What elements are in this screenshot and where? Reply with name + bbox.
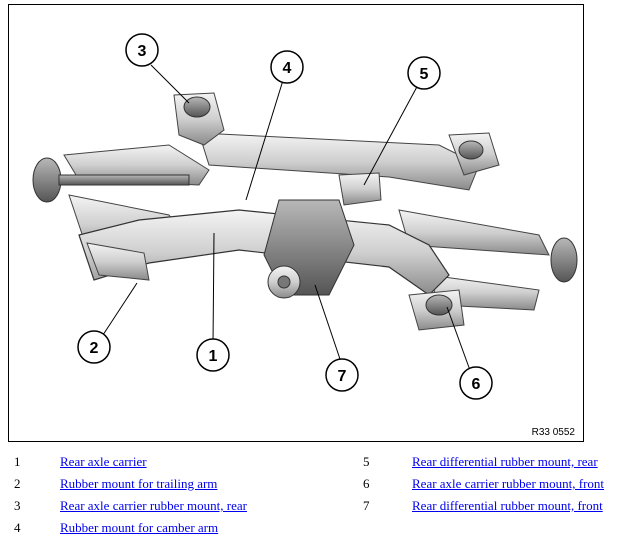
legend-number: 5 [363, 454, 370, 469]
callout-1-label: 1 [209, 348, 218, 365]
rear-crossmember [198, 132, 480, 191]
legend-number: 3 [14, 498, 21, 513]
link-trailing-arm-mount[interactable]: Rubber mount for trailing arm [60, 476, 218, 491]
link-carrier-mount-rear[interactable]: Rear axle carrier rubber mount, rear [60, 498, 247, 513]
callout-2-label: 2 [90, 340, 99, 357]
rear-axle-carrier-illustration: 3 4 5 2 1 7 6 R33 0552 [8, 4, 584, 442]
callout-5: 5 [407, 56, 441, 90]
trailing-arm-mount [86, 242, 150, 281]
figure-reference: R33 0552 [529, 427, 577, 438]
rear-mount-right [448, 132, 500, 176]
callout-5-label: 5 [420, 66, 429, 83]
callout-2: 2 [77, 330, 111, 364]
differential [263, 199, 355, 299]
callout-6: 6 [459, 366, 493, 400]
leader-lines [100, 64, 472, 374]
callout-3: 3 [125, 33, 159, 67]
callout-4-label: 4 [283, 60, 292, 77]
legend-number: 1 [14, 454, 21, 469]
axle-drawing: 3 4 5 2 1 7 6 [32, 33, 578, 400]
link-carrier-mount-front[interactable]: Rear axle carrier rubber mount, front [412, 476, 605, 491]
callout-4: 4 [270, 50, 304, 84]
link-diff-mount-rear[interactable]: Rear differential rubber mount, rear [412, 454, 598, 469]
legend: 1 Rear axle carrier 2 Rubber mount for t… [0, 450, 639, 545]
legend-number: 7 [363, 498, 370, 513]
diff-rear-mount [338, 172, 382, 206]
legend-number: 6 [363, 476, 370, 491]
legend-number: 4 [14, 520, 21, 535]
callout-1: 1 [196, 338, 230, 372]
link-diff-mount-front[interactable]: Rear differential rubber mount, front [412, 498, 603, 513]
callout-7: 7 [325, 358, 359, 392]
callout-6-label: 6 [472, 376, 481, 393]
legend-number: 2 [14, 476, 21, 491]
callout-3-label: 3 [138, 43, 147, 60]
link-rear-axle-carrier[interactable]: Rear axle carrier [60, 454, 147, 469]
callout-7-label: 7 [338, 368, 347, 385]
rear-mount-left [173, 92, 225, 146]
link-camber-arm-mount[interactable]: Rubber mount for camber arm [60, 520, 219, 535]
front-mount-right [408, 289, 465, 331]
